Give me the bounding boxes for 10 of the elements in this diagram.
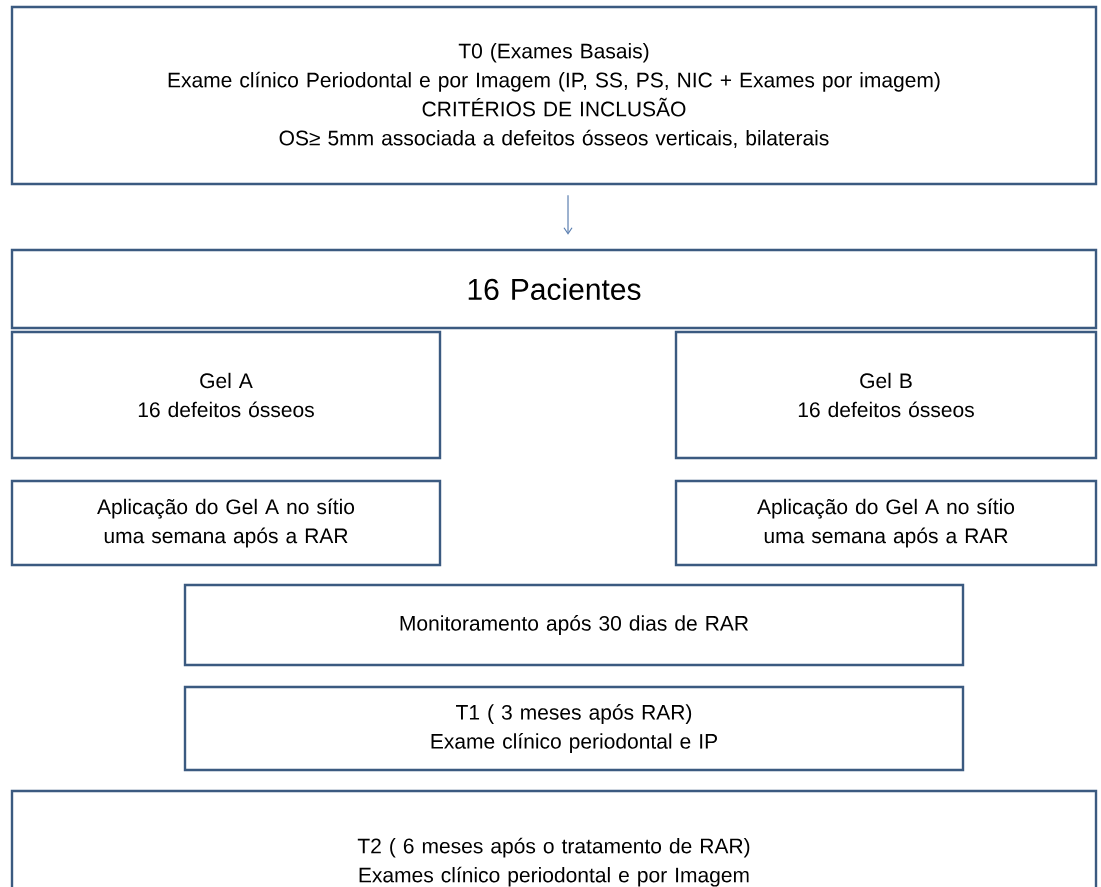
arrow: [563, 194, 573, 235]
process-box: Monitoramento após 30 dias de RAR: [183, 583, 965, 667]
process-box: Gel A 16 defeitos ósseos: [10, 330, 442, 460]
process-box: Aplicação do Gel A no sítio uma semana após a RAR: [674, 479, 1098, 567]
process-box: T0 (Exames Basais) Exame clínico Periodontal e por Imagem (IP, SS, PS, NIC + Exames por imagem) CRITÉRIOS DE INCLUSÃO OS≥ 5mm associada a defeitos ósseos verticais, bilaterais: [10, 5, 1098, 186]
process-box: 16 Pacientes: [10, 248, 1098, 330]
process-box: T2 ( 6 meses após o tratamento de RAR) Exames clínico periodontal e por Imagem: [10, 789, 1098, 887]
process-box: Aplicação do Gel A no sítio uma semana após a RAR: [10, 479, 442, 567]
process-box: T1 ( 3 meses após RAR) Exame clínico periodontal e IP: [183, 685, 965, 772]
process-box: Gel B 16 defeitos ósseos: [674, 330, 1098, 460]
